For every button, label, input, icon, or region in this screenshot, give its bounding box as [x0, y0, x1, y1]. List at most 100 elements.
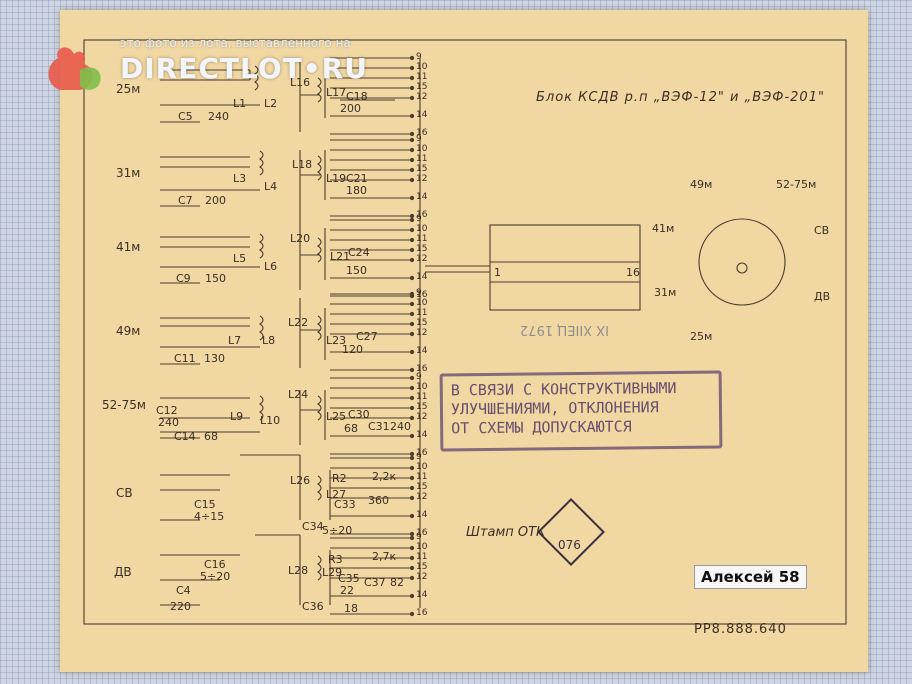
- pin-terminal: [409, 555, 415, 561]
- pin-number: 12: [416, 572, 428, 582]
- pin-number: 11: [416, 72, 428, 82]
- component-label: C14: [174, 430, 196, 443]
- pin-terminal: [409, 311, 415, 317]
- component-label: L22: [288, 316, 309, 329]
- component-value: 180: [346, 184, 367, 197]
- component-value: 82: [390, 576, 404, 589]
- component-value: 150: [346, 264, 367, 277]
- pin-number: 9: [416, 134, 422, 144]
- component-value: 200: [205, 194, 226, 207]
- component-label: C36: [302, 600, 324, 613]
- component-label: L3: [233, 172, 247, 185]
- pin-number: 11: [416, 552, 428, 562]
- pin-number: 16: [416, 210, 428, 220]
- pin-number: 9: [416, 372, 422, 382]
- pin-terminal: [409, 213, 415, 219]
- band-label: СВ: [116, 486, 133, 500]
- switch-body: [489, 224, 641, 311]
- pin-terminal: [409, 349, 415, 355]
- component-label: L6: [264, 260, 278, 273]
- pin-number: 9: [416, 288, 422, 298]
- pin-number: 9: [416, 214, 422, 224]
- pin-terminal: [409, 55, 415, 61]
- pin-terminal: [409, 321, 415, 327]
- pin-terminal: [409, 291, 415, 297]
- pin-number: 14: [416, 590, 428, 600]
- pin-number: 12: [416, 174, 428, 184]
- component-label: L24: [288, 388, 309, 401]
- pin-number: 15: [416, 402, 428, 412]
- component-value: 5÷20: [322, 524, 353, 537]
- component-value: 220: [170, 600, 191, 613]
- band-label: 25м: [116, 82, 141, 96]
- pin-terminal: [409, 331, 415, 337]
- pin-number: 9: [416, 52, 422, 62]
- pin-terminal: [409, 531, 415, 537]
- pin-terminal: [409, 367, 415, 373]
- pin-number: 11: [416, 308, 428, 318]
- pin-number: 14: [416, 346, 428, 356]
- pin-terminal: [409, 415, 415, 421]
- component-label: L28: [288, 564, 309, 577]
- watermark-caption: это фото из лота, выставленного на: [120, 36, 351, 50]
- component-label: R2: [332, 472, 347, 485]
- pin-number: 15: [416, 318, 428, 328]
- switch-pin-end: 16: [626, 266, 640, 279]
- component-label: C35: [338, 572, 360, 585]
- pin-lines: [330, 55, 415, 617]
- component-label: L8: [262, 334, 276, 347]
- switch-pin-start: 1: [494, 266, 501, 279]
- component-label: C31: [368, 420, 390, 433]
- component-label: C33: [334, 498, 356, 511]
- component-value: 360: [368, 494, 389, 507]
- pin-number: 10: [416, 224, 428, 234]
- pin-number: 10: [416, 462, 428, 472]
- pin-number: 10: [416, 62, 428, 72]
- pin-number: 16: [416, 128, 428, 138]
- connector-label: ДВ: [814, 290, 831, 303]
- component-label: L21: [330, 250, 351, 263]
- pin-number: 9: [416, 532, 422, 542]
- seller-name-label: Алексей 58: [694, 565, 807, 589]
- band-label: 31м: [116, 166, 141, 180]
- component-label: L9: [230, 410, 244, 423]
- component-label: C30: [348, 408, 370, 421]
- pin-terminal: [409, 157, 415, 163]
- component-value: 240: [208, 110, 229, 123]
- pin-number: 11: [416, 234, 428, 244]
- pin-number: 12: [416, 254, 428, 264]
- band-label: 41м: [116, 240, 141, 254]
- component-label: L16: [290, 76, 311, 89]
- component-label: L5: [233, 252, 247, 265]
- pin-terminal: [409, 195, 415, 201]
- pin-number: 16: [416, 364, 428, 374]
- component-label: L26: [290, 474, 311, 487]
- pin-number: 10: [416, 298, 428, 308]
- pin-number: 15: [416, 482, 428, 492]
- connector-label: 41м: [652, 222, 675, 235]
- pin-number: 10: [416, 542, 428, 552]
- component-label: C15: [194, 498, 216, 511]
- pin-number: 15: [416, 164, 428, 174]
- connector-label: 52-75м: [776, 178, 817, 191]
- pin-terminal: [409, 385, 415, 391]
- component-label: C9: [176, 272, 191, 285]
- pin-number: 14: [416, 430, 428, 440]
- pin-terminal: [409, 535, 415, 541]
- stamp-line: ОТ СХЕМЫ ДОПУСКАЮТСЯ: [451, 417, 632, 438]
- component-label: C7: [178, 194, 193, 207]
- component-label: L10: [260, 414, 281, 427]
- pin-number: 11: [416, 392, 428, 402]
- component-label: C11: [174, 352, 196, 365]
- pin-terminal: [409, 451, 415, 457]
- pin-terminal: [409, 545, 415, 551]
- pin-number: 14: [416, 110, 428, 120]
- component-label: C18: [346, 90, 368, 103]
- component-value: 240: [390, 420, 411, 433]
- pin-number: 14: [416, 192, 428, 202]
- pin-terminal: [409, 513, 415, 519]
- band-blocks: [160, 62, 395, 606]
- pin-terminal: [409, 495, 415, 501]
- pin-terminal: [409, 75, 415, 81]
- pin-terminal: [409, 167, 415, 173]
